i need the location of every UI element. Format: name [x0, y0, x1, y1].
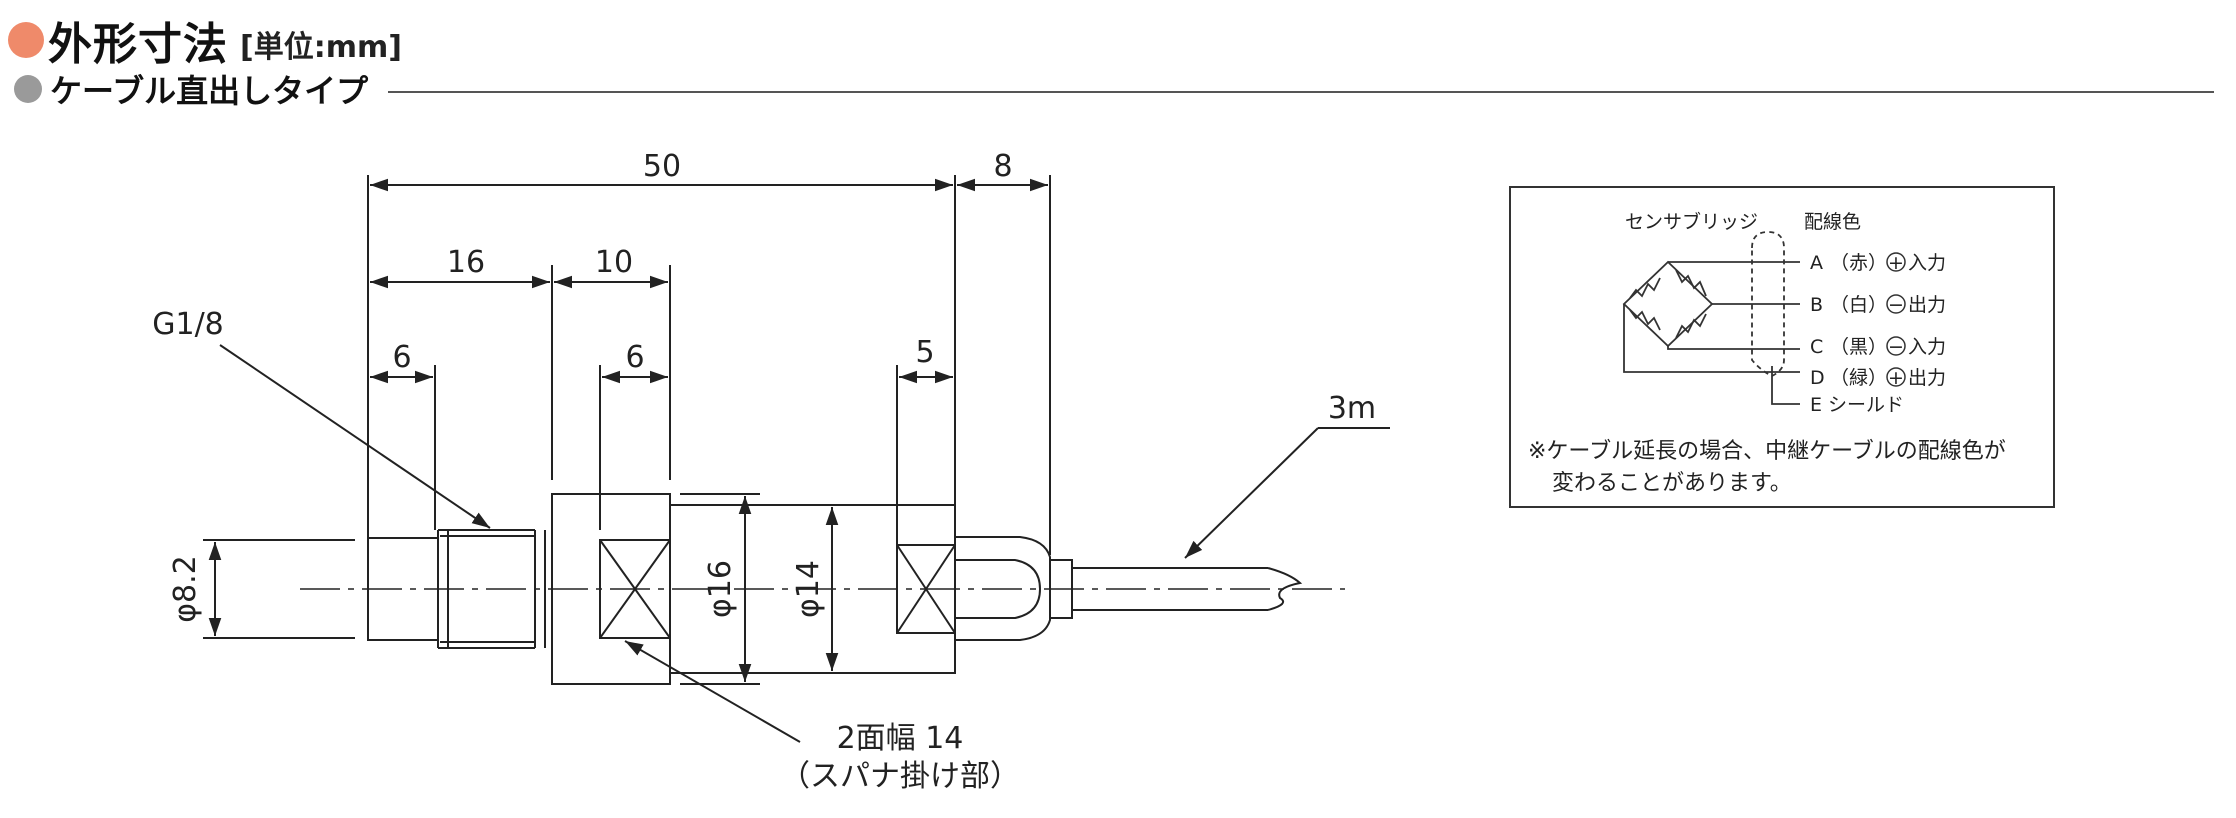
wiring-note-line1: ※ケーブル延長の場合、中継ケーブルの配線色が: [1528, 439, 2006, 464]
wiring-note: ※ケーブル延長の場合、中継ケーブルの配線色が 変わることがあります。: [1528, 436, 2006, 500]
wire-color-heading: 配線色: [1804, 211, 1861, 233]
orange-bullet-icon: [8, 22, 44, 58]
cable-length-label: 3m: [1328, 391, 1376, 426]
dim-cable-gland: 8: [993, 149, 1012, 184]
wire-a-function: 入力: [1908, 252, 1946, 274]
subsection-header: ケーブル直出しタイプ: [14, 66, 2214, 112]
unit-label: [単位:mm]: [240, 30, 402, 65]
dimension-lines: [203, 178, 1390, 743]
dim-thread-relief: 6: [392, 340, 411, 375]
wire-d-sign: +: [1888, 367, 1904, 389]
header-rule: [388, 91, 2214, 93]
wire-c-function: 入力: [1908, 336, 1946, 358]
sensor-outline: [367, 175, 1303, 685]
bridge-label: センサブリッジ: [1625, 210, 1758, 233]
wire-b-sign: −: [1888, 294, 1904, 316]
wire-a-sign: +: [1888, 252, 1904, 274]
wire-a-letter: A: [1810, 252, 1823, 274]
wire-e-shield: E シールド: [1810, 394, 1904, 416]
dim-thread-dia: φ8.2: [168, 555, 203, 623]
section-header: 外形寸法 [単位:mm]: [8, 8, 402, 72]
dimension-labels: 50 8 16 10 6 6 5 G1/8 3m φ8.2 φ16 φ14 2面…: [152, 149, 1376, 794]
wrench-flat-label: 2面幅 14: [837, 721, 964, 756]
dim-body-dia: φ16: [703, 560, 738, 618]
wire-c-sign: −: [1888, 336, 1904, 358]
dim-thread-body: 16: [447, 245, 485, 280]
wire-c-letter: C: [1810, 336, 1823, 358]
wire-b-letter: B: [1810, 294, 1823, 316]
dim-hex-width: 10: [595, 245, 633, 280]
dim-inner-dia: φ14: [791, 560, 826, 618]
wire-b-function: 出力: [1908, 294, 1946, 316]
wire-d-color: （緑）: [1830, 367, 1887, 389]
wiring-box: [1509, 186, 2055, 508]
page-title: 外形寸法: [48, 19, 228, 70]
thread-spec-label: G1/8: [152, 307, 224, 342]
wrench-part-label: （スパナ掛け部）: [780, 759, 1020, 794]
dim-hex-flat: 6: [625, 340, 644, 375]
wire-a-color: （赤）: [1830, 252, 1887, 274]
dim-overall: 50: [643, 149, 681, 184]
dim-rear-flat: 5: [915, 335, 934, 370]
wiring-diagram: センサブリッジ 配線色 A （赤） + 入力 B （白） − 出力 C （黒） …: [1509, 186, 2055, 508]
wire-b-color: （白）: [1830, 294, 1887, 316]
wire-c-color: （黒）: [1830, 336, 1887, 358]
subsection-title: ケーブル直出しタイプ: [50, 72, 369, 110]
wiring-note-line2: 変わることがあります。: [1552, 471, 1792, 496]
gray-bullet-icon: [14, 75, 42, 103]
wire-d-function: 出力: [1908, 367, 1946, 389]
wire-d-letter: D: [1810, 367, 1825, 389]
